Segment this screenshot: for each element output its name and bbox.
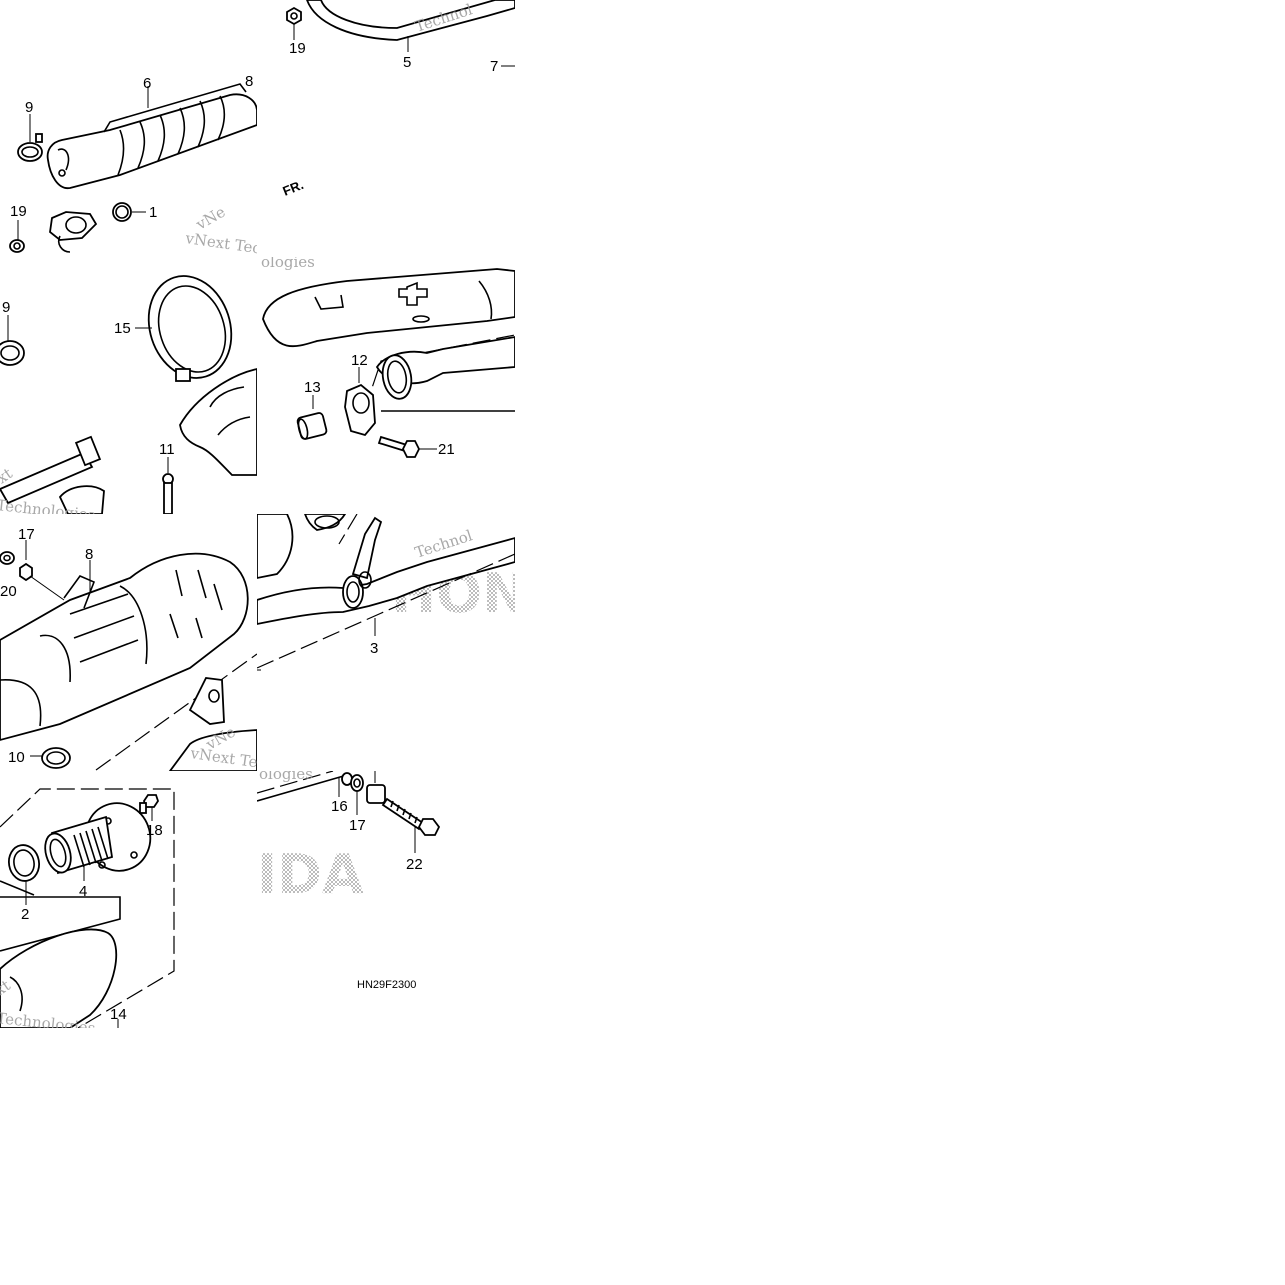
callout-18: 18 xyxy=(146,822,163,839)
callout-13: 13 xyxy=(304,379,321,396)
callout-2: 2 xyxy=(21,906,29,923)
watermark-text: vNext Tec xyxy=(183,229,257,257)
diagram-tile-tail-pipe: HON 3 Technol xyxy=(257,514,515,771)
callout-9: 9 xyxy=(2,299,10,316)
callout-14: 14 xyxy=(110,1006,127,1023)
clamp-part xyxy=(41,747,71,769)
spark-arrester-part xyxy=(44,802,152,875)
diagram-tile-muffler: 17 8 20 10 vNext Tec vNe xyxy=(0,514,257,771)
diagram-tile-exhaust-pipe: 19 5 7 Technol FR. xyxy=(257,0,515,257)
callout-6: 6 xyxy=(143,75,151,92)
callout-4: 4 xyxy=(79,883,87,900)
pipe-end-part xyxy=(0,435,105,514)
brand-watermark: IDA xyxy=(257,843,364,906)
flange-part xyxy=(9,202,132,253)
direction-label: FR. xyxy=(281,177,306,199)
diagram-tile-protector: 9 15 11 ext Technologies xyxy=(0,257,257,514)
bolt-part xyxy=(162,473,174,514)
flange-bolt-part xyxy=(377,435,421,458)
diagram-tile-spark-arrester: 18 4 2 14 ext Technologies xyxy=(0,771,257,1028)
callout-20: 20 xyxy=(0,583,17,600)
joint-clamp-part xyxy=(344,383,376,437)
callout-22: 22 xyxy=(406,856,423,873)
screw-part xyxy=(139,794,159,814)
exhaust-pipe-part xyxy=(306,0,515,41)
diagram-tile-mounting-bolt: IDA 16 17 22 HN29F2300 ologies xyxy=(257,771,515,1028)
pipe-joint-part xyxy=(364,334,515,412)
heat-shield-part xyxy=(262,268,515,348)
clamp-part xyxy=(17,133,43,162)
muffler-end-part xyxy=(0,928,118,1028)
callout-17: 17 xyxy=(349,817,366,834)
watermark-text: Technol xyxy=(413,0,475,35)
callout-17: 17 xyxy=(18,526,35,543)
callout-3: 3 xyxy=(370,640,378,657)
mounting-bolt-part xyxy=(381,797,441,836)
callout-21: 21 xyxy=(438,441,455,458)
tail-pipe-part xyxy=(257,516,515,625)
collar-part xyxy=(341,772,386,804)
watermark-text: ologies xyxy=(259,771,313,783)
watermark-text: ologies xyxy=(261,257,315,271)
muffler-part xyxy=(0,552,249,741)
callout-16: 16 xyxy=(331,798,348,815)
diagram-tile-joint: 12 13 21 ologies xyxy=(257,257,515,514)
gasket-part xyxy=(8,844,40,882)
watermark-text: vNe xyxy=(192,203,228,234)
callout-5: 5 xyxy=(403,54,411,71)
nut-part xyxy=(286,6,302,26)
callout-11: 11 xyxy=(159,441,175,458)
clamp-part xyxy=(0,340,25,366)
callout-10: 10 xyxy=(8,749,25,766)
part-code: HN29F2300 xyxy=(357,979,416,991)
callout-1: 1 xyxy=(149,204,157,221)
band-ring-part xyxy=(147,275,233,382)
diagram-tile-muffler-cover: 6 9 8 19 1 vNext Tec vNe xyxy=(0,0,257,257)
callout-19: 19 xyxy=(289,40,306,57)
heat-guard-part xyxy=(179,368,257,476)
bracket-part xyxy=(168,677,257,771)
muffler-cover-part xyxy=(46,83,257,189)
callout-9: 9 xyxy=(25,99,33,116)
callout-12: 12 xyxy=(351,352,368,369)
callout-8: 8 xyxy=(245,73,253,90)
washer-part xyxy=(0,551,33,582)
muffler-tail-part xyxy=(257,514,347,579)
callout-15: 15 xyxy=(114,320,131,337)
collar-part xyxy=(296,412,328,440)
callout-8: 8 xyxy=(85,546,93,563)
callout-19: 19 xyxy=(10,203,27,220)
callout-7: 7 xyxy=(490,58,498,75)
